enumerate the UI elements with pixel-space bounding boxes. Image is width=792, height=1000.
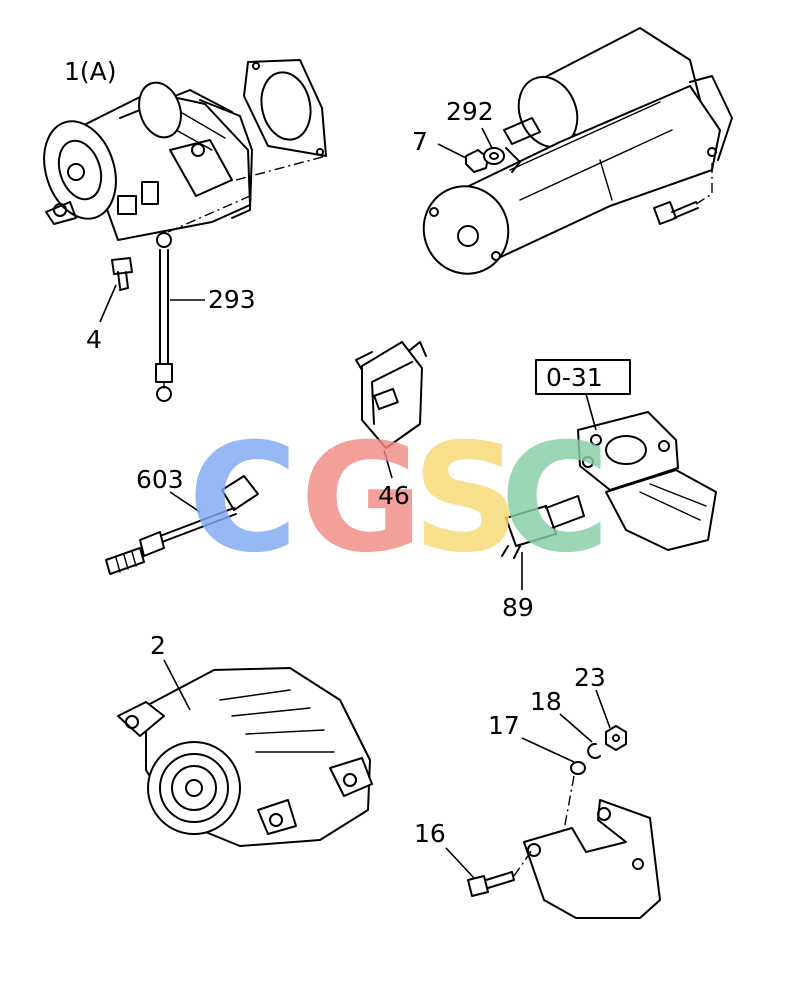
starter-motor-1a [43, 81, 253, 241]
callout-603: 603 [136, 465, 184, 494]
leader-23 [595, 689, 611, 729]
manifold-0-31 [577, 411, 717, 551]
dash-line-bolt-16 [513, 849, 533, 877]
watermark-logo: C G S C [188, 412, 610, 586]
leader-46 [383, 449, 393, 479]
watermark-letter-g: G [300, 412, 423, 586]
nut-7 [465, 149, 489, 173]
leader-17 [521, 737, 575, 763]
callout-17: 17 [488, 711, 520, 740]
alternator-2 [117, 667, 373, 847]
leader-2 [163, 659, 191, 711]
callout-89: 89 [502, 593, 534, 622]
starter-motor-alt [422, 27, 733, 275]
callout-46: 46 [378, 481, 410, 510]
sensor-cable-603 [105, 475, 259, 575]
bolt-16 [467, 871, 515, 897]
callout-4: 4 [86, 325, 102, 354]
dash-line-washer [563, 775, 575, 831]
callout-7: 7 [412, 127, 428, 156]
washer-17 [570, 761, 586, 775]
callout-292: 292 [446, 97, 494, 126]
mounting-bracket [523, 799, 661, 919]
washer-292 [483, 147, 505, 165]
watermark-letter-s: S [412, 412, 520, 586]
dash-line-bolt [695, 160, 713, 205]
callout-1a: 1(A) [64, 57, 117, 86]
nut-23 [605, 725, 627, 751]
callout-293: 293 [208, 285, 256, 314]
dash-line-cable [167, 195, 251, 233]
callout-18: 18 [530, 687, 562, 716]
callout-23: 23 [574, 663, 606, 692]
callout-box-0-31 [535, 359, 631, 395]
leader-16 [445, 847, 475, 879]
dash-line-gasket [235, 155, 327, 181]
leader-292 [481, 127, 493, 149]
mounting-bolt [653, 201, 699, 225]
bolt-4 [111, 257, 133, 291]
leader-0-31 [585, 393, 597, 431]
leader-603 [169, 491, 201, 513]
sensor-46 [355, 341, 427, 449]
cable-293 [155, 232, 173, 402]
watermark-letter-c2: C [500, 412, 610, 586]
switch-89 [501, 495, 585, 559]
callout-2: 2 [150, 631, 166, 660]
gasket-plate [243, 59, 327, 157]
leader-4 [99, 284, 117, 323]
watermark-letter-c1: C [188, 412, 298, 586]
leader-7 [437, 143, 467, 159]
callout-16: 16 [414, 819, 446, 848]
leader-18 [559, 713, 593, 743]
callout-0-31: 0-31 [546, 363, 603, 392]
lock-washer-18 [587, 742, 601, 759]
